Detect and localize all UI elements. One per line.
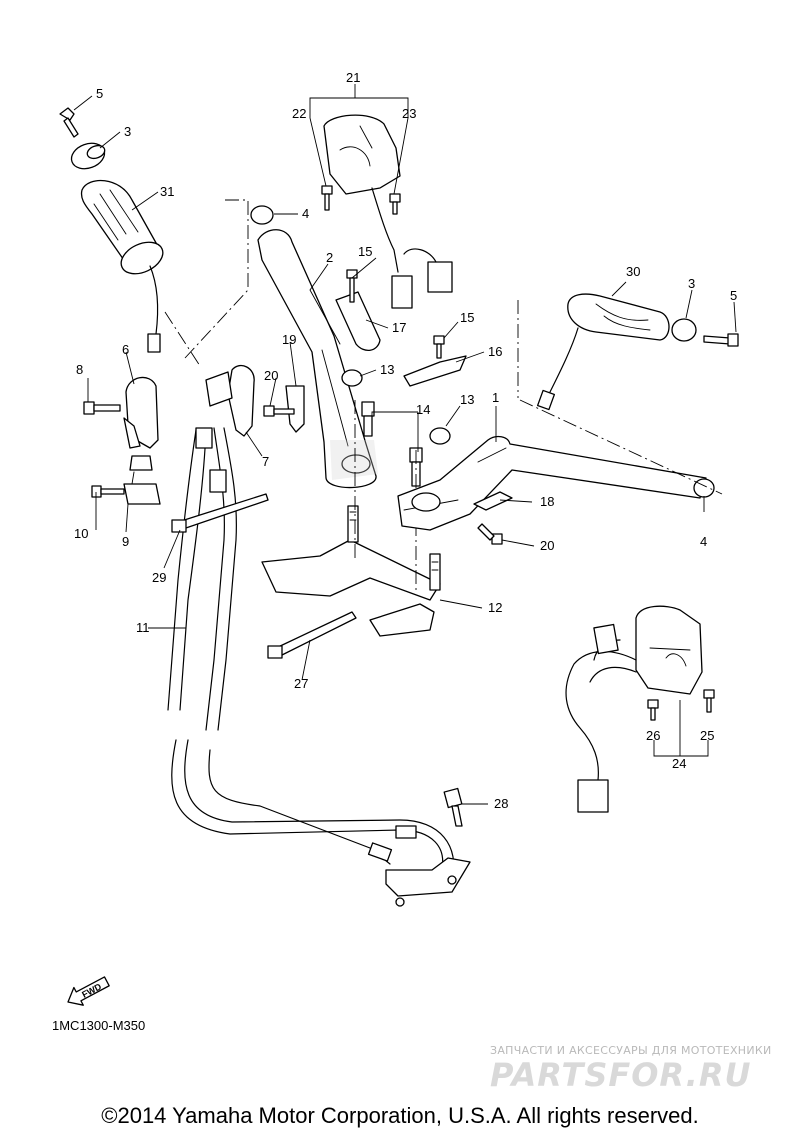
copyright-notice: ©2014 Yamaha Motor Corporation, U.S.A. A… bbox=[101, 1103, 699, 1128]
callout-part-3-right: 3 bbox=[688, 276, 695, 291]
bolt-part-5 bbox=[59, 107, 79, 138]
callout-part-24: 24 bbox=[672, 756, 686, 771]
left-switch-assembly-part-21 bbox=[323, 114, 453, 309]
callout-part-13-left: 13 bbox=[380, 362, 394, 377]
plate-part-16 bbox=[403, 355, 467, 387]
left-handlebar-group bbox=[59, 107, 471, 907]
bracket-part-18 bbox=[473, 491, 513, 511]
bolt-part-8 bbox=[83, 401, 121, 415]
watermark-logo: PARTSFOR.RU bbox=[490, 1056, 751, 1092]
screw-part-22 bbox=[321, 185, 333, 211]
callout-part-23: 23 bbox=[402, 106, 416, 121]
callout-part-9: 9 bbox=[122, 534, 129, 549]
screw-part-23 bbox=[389, 193, 401, 215]
throttle-cable-part-11 bbox=[167, 427, 471, 907]
left-handlebar-part-2 bbox=[257, 229, 378, 489]
callout-part-31: 31 bbox=[160, 184, 174, 199]
watermark-logo-text: PARTSFOR.RU bbox=[490, 1056, 751, 1092]
callout-part-11: 11 bbox=[136, 620, 150, 635]
collar-part-4-lower bbox=[693, 478, 715, 498]
callout-part-30: 30 bbox=[626, 264, 640, 279]
callout-part-28: 28 bbox=[494, 796, 508, 811]
callout-part-8: 8 bbox=[76, 362, 83, 377]
nut-part-13-right bbox=[429, 427, 451, 445]
callout-part-19: 19 bbox=[282, 332, 296, 347]
bolt-part-28 bbox=[443, 787, 463, 827]
callout-part-5-left: 5 bbox=[96, 86, 103, 101]
collar-part-4-upper bbox=[250, 205, 274, 225]
end-collar-part-3 bbox=[70, 142, 106, 170]
callout-part-18: 18 bbox=[540, 494, 554, 509]
callout-part-22: 22 bbox=[292, 106, 306, 121]
right-grip-part-30 bbox=[536, 293, 670, 411]
drawing-code: 1MC1300-M350 bbox=[52, 1018, 146, 1033]
callout-part-2: 2 bbox=[326, 250, 333, 265]
callout-part-7: 7 bbox=[262, 454, 269, 469]
bolt-part-10 bbox=[91, 485, 125, 498]
right-handlebar-part-1 bbox=[397, 435, 707, 531]
bolt-part-20-left bbox=[263, 405, 295, 417]
end-collar-part-3-right bbox=[671, 318, 697, 342]
bracket-part-19 bbox=[285, 385, 305, 433]
callout-part-27: 27 bbox=[294, 676, 308, 691]
cable-tie-part-29 bbox=[171, 493, 269, 533]
bracket-part-9 bbox=[123, 471, 161, 505]
left-grip-part-31 bbox=[80, 179, 164, 353]
screw-part-26 bbox=[647, 699, 659, 721]
holder-part-6 bbox=[123, 376, 159, 471]
callout-part-16: 16 bbox=[488, 344, 502, 359]
callout-part-25: 25 bbox=[700, 728, 714, 743]
callout-labels: 1 2 3 3 4 4 5 5 6 7 8 9 10 11 12 13 13 1… bbox=[74, 70, 737, 811]
watermark-tagline: ЗАПЧАСТИ И АКСЕССУАРЫ ДЛЯ МОТОТЕХНИКИ bbox=[490, 1044, 772, 1057]
callout-part-20-right: 20 bbox=[540, 538, 554, 553]
leader-lines bbox=[73, 84, 737, 805]
callout-part-12: 12 bbox=[488, 600, 502, 615]
bolt-part-20-right bbox=[477, 523, 503, 545]
nut-part-13-left bbox=[341, 369, 363, 387]
callout-part-14: 14 bbox=[416, 402, 430, 417]
callout-part-10: 10 bbox=[74, 526, 88, 541]
screw-part-25 bbox=[703, 689, 715, 713]
holder-part-7 bbox=[205, 365, 255, 437]
callout-part-5-right: 5 bbox=[730, 288, 737, 303]
callout-part-15-right: 15 bbox=[460, 310, 474, 325]
center-handlebar-group bbox=[250, 205, 463, 827]
callout-part-26: 26 bbox=[646, 728, 660, 743]
callout-part-4-lower: 4 bbox=[700, 534, 707, 549]
callout-part-15-upper: 15 bbox=[358, 244, 372, 259]
bolt-part-5-right bbox=[703, 333, 739, 347]
callout-part-21: 21 bbox=[346, 70, 360, 85]
plate-part-17 bbox=[335, 291, 381, 351]
callout-part-17: 17 bbox=[392, 320, 406, 335]
cable-tie-part-27 bbox=[267, 611, 357, 659]
callout-part-3-left: 3 bbox=[124, 124, 131, 139]
callout-part-4-upper: 4 bbox=[302, 206, 309, 221]
right-switch-assembly-part-24 bbox=[565, 605, 703, 813]
under-bracket-part-12 bbox=[261, 505, 441, 637]
callout-part-20-left: 20 bbox=[264, 368, 278, 383]
callout-part-1: 1 bbox=[492, 390, 499, 405]
callout-part-6: 6 bbox=[122, 342, 129, 357]
fwd-arrow-icon: FWD bbox=[67, 976, 110, 1006]
bolt-part-14 bbox=[361, 401, 423, 487]
bolt-part-15-right bbox=[433, 335, 445, 359]
callout-part-29: 29 bbox=[152, 570, 166, 585]
callout-part-13-right: 13 bbox=[460, 392, 474, 407]
